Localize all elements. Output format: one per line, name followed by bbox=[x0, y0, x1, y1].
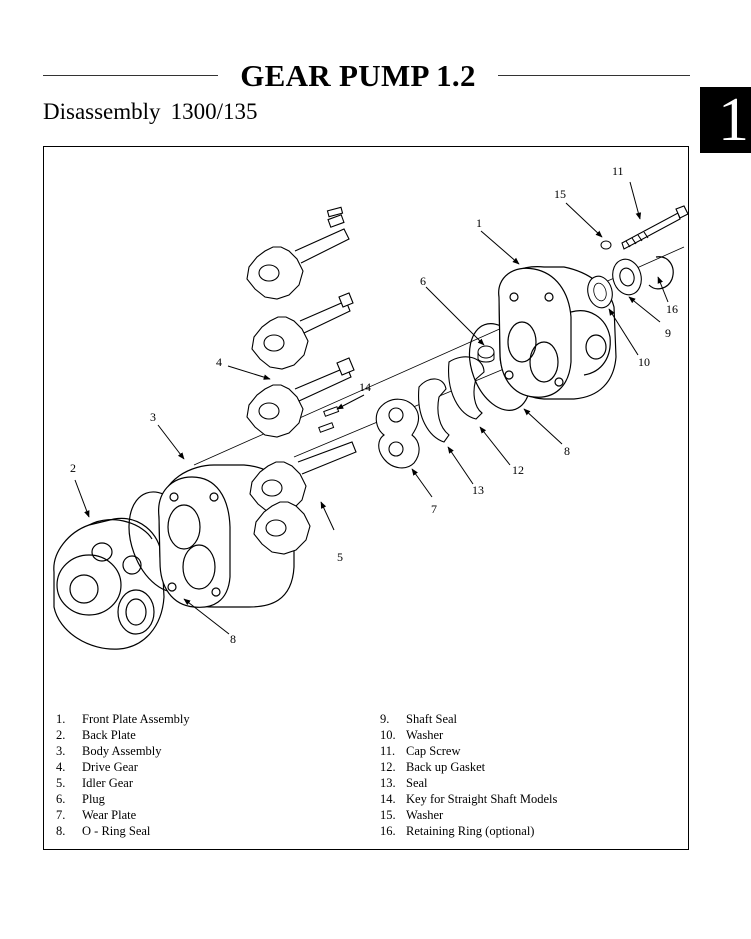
legend-item: 3. Body Assembly bbox=[56, 743, 190, 759]
callout-2: 2 bbox=[70, 461, 76, 475]
legend-label: Back Plate bbox=[82, 728, 136, 742]
page-subtitle: Disassembly 1300/135 bbox=[43, 98, 257, 126]
legend-number: 5. bbox=[56, 776, 66, 790]
callout-labels: 1 2 3 4 5 6 7 8 8 9 10 11 12 13 14 15 16 bbox=[70, 164, 678, 646]
legend-number: 8. bbox=[56, 824, 66, 838]
legend-item: 4. Drive Gear bbox=[56, 759, 190, 775]
legend-label: Key for Straight Shaft Models bbox=[406, 792, 558, 806]
legend-number: 14. bbox=[380, 792, 396, 806]
exploded-view-diagram: 1 2 3 4 5 6 7 8 8 9 10 11 12 13 14 15 16 bbox=[53, 164, 689, 650]
small-washer-part bbox=[600, 240, 612, 250]
legend-item: 15. Washer bbox=[380, 807, 557, 823]
legend-label: Drive Gear bbox=[82, 760, 138, 774]
back-up-gasket-part bbox=[448, 356, 485, 420]
chapter-tab: 1 bbox=[700, 87, 751, 153]
legend-item: 10. Washer bbox=[380, 727, 557, 743]
callout-15: 15 bbox=[554, 187, 566, 201]
cap-screw-part bbox=[621, 205, 689, 250]
legend-number: 7. bbox=[56, 808, 66, 822]
wear-plate-part bbox=[375, 398, 420, 469]
legend-number: 1. bbox=[56, 712, 66, 726]
legend-item: 14. Key for Straight Shaft Models bbox=[380, 791, 557, 807]
legend-label: Seal bbox=[406, 776, 428, 790]
parts-legend-left: 1. Front Plate Assembly 2. Back Plate 3. Bo… bbox=[56, 711, 190, 839]
legend-number: 11. bbox=[380, 744, 396, 758]
legend-label: Front Plate Assembly bbox=[82, 712, 190, 726]
washer-part bbox=[587, 275, 613, 309]
model-number: 1300/135 bbox=[170, 99, 258, 124]
callout-14: 14 bbox=[359, 380, 371, 394]
callout-6: 6 bbox=[420, 274, 426, 288]
chapter-number: 1 bbox=[718, 87, 749, 153]
legend-number: 10. bbox=[380, 728, 396, 742]
legend-label: Body Assembly bbox=[82, 744, 162, 758]
callout-10: 10 bbox=[638, 355, 650, 369]
front-plate-assembly-part bbox=[498, 266, 617, 400]
legend-label: Cap Screw bbox=[406, 744, 461, 758]
legend-number: 9. bbox=[380, 712, 390, 726]
legend-item: 2. Back Plate bbox=[56, 727, 190, 743]
drive-gear-part bbox=[246, 206, 355, 438]
legend-label: Plug bbox=[82, 792, 105, 806]
callout-5: 5 bbox=[337, 550, 343, 564]
callout-12: 12 bbox=[512, 463, 524, 477]
header-rule-right bbox=[498, 75, 690, 76]
callout-16: 16 bbox=[666, 302, 678, 316]
legend-number: 15. bbox=[380, 808, 396, 822]
legend-number: 4. bbox=[56, 760, 66, 774]
legend-label: Washer bbox=[406, 728, 444, 742]
shaft-seal-part bbox=[612, 258, 642, 296]
callout-8-left: 8 bbox=[230, 632, 236, 646]
callout-11: 11 bbox=[612, 164, 624, 178]
legend-item: 16. Retaining Ring (optional) bbox=[380, 823, 557, 839]
diagram-frame: 1 2 3 4 5 6 7 8 8 9 10 11 12 13 14 15 16… bbox=[43, 146, 689, 850]
legend-label: Back up Gasket bbox=[406, 760, 486, 774]
back-plate-part bbox=[53, 517, 165, 650]
legend-number: 13. bbox=[380, 776, 396, 790]
legend-label: Wear Plate bbox=[82, 808, 137, 822]
legend-label: Washer bbox=[406, 808, 444, 822]
parts-legend-right: 9. Shaft Seal 10. Washer 11. Cap Screw 12. B… bbox=[380, 711, 557, 839]
legend-label: Shaft Seal bbox=[406, 712, 458, 726]
legend-label: Idler Gear bbox=[82, 776, 134, 790]
plug-part bbox=[477, 345, 495, 363]
callout-4: 4 bbox=[216, 355, 222, 369]
callout-8-right: 8 bbox=[564, 444, 570, 458]
callout-3: 3 bbox=[150, 410, 156, 424]
legend-number: 3. bbox=[56, 744, 66, 758]
header-rule-left bbox=[43, 75, 218, 76]
legend-item: 9. Shaft Seal bbox=[380, 711, 557, 727]
legend-item: 13. Seal bbox=[380, 775, 557, 791]
legend-number: 12. bbox=[380, 760, 396, 774]
washer-hole bbox=[593, 282, 607, 302]
seal-part bbox=[418, 378, 450, 443]
legend-number: 16. bbox=[380, 824, 396, 838]
retaining-ring-part bbox=[648, 256, 674, 290]
idler-gear-part bbox=[249, 441, 357, 555]
leader-arrows bbox=[74, 181, 669, 635]
legend-item: 12. Back up Gasket bbox=[380, 759, 557, 775]
callout-13: 13 bbox=[472, 483, 484, 497]
page-title: GEAR PUMP 1.2 bbox=[240, 58, 476, 93]
callout-9: 9 bbox=[665, 326, 671, 340]
legend-item: 5. Idler Gear bbox=[56, 775, 190, 791]
legend-label: O - Ring Seal bbox=[82, 824, 151, 838]
legend-number: 2. bbox=[56, 728, 66, 742]
legend-item: 11. Cap Screw bbox=[380, 743, 557, 759]
legend-number: 6. bbox=[56, 792, 66, 806]
key-part bbox=[318, 406, 340, 433]
legend-item: 6. Plug bbox=[56, 791, 190, 807]
subtitle-text: Disassembly bbox=[43, 99, 161, 124]
legend-item: 8. O - Ring Seal bbox=[56, 823, 190, 839]
callout-1: 1 bbox=[476, 216, 482, 230]
legend-label: Retaining Ring (optional) bbox=[406, 824, 535, 838]
legend-item: 7. Wear Plate bbox=[56, 807, 190, 823]
callout-7: 7 bbox=[431, 502, 437, 516]
legend-item: 1. Front Plate Assembly bbox=[56, 711, 190, 727]
